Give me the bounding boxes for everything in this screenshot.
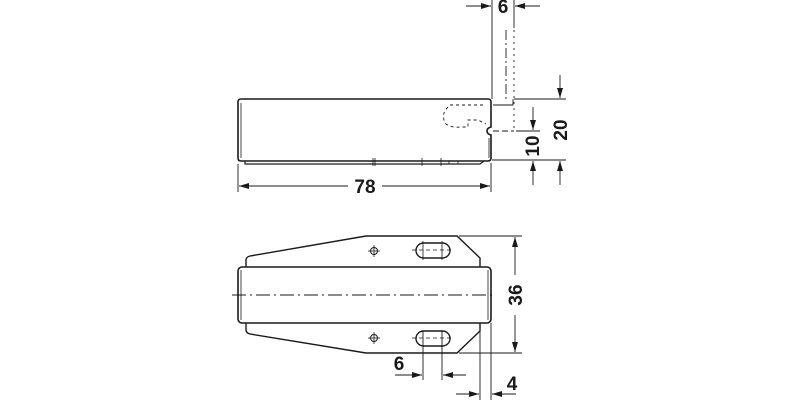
dim-strike-width: 6 — [498, 0, 509, 18]
mounting-plate-top — [245, 235, 481, 267]
dim-strike-offset: 10 — [523, 135, 544, 156]
screw-hole-top — [368, 245, 380, 257]
base-plate-side — [244, 160, 485, 165]
dim-height: 20 — [551, 119, 572, 140]
dim-front-offset: 4 — [507, 374, 518, 395]
slot-bottom — [415, 330, 451, 347]
top-view: 6 36 4 — [232, 235, 527, 400]
slot-top — [415, 242, 451, 259]
latch-body-side — [237, 98, 492, 162]
side-view: 6 78 10 20 — [237, 0, 572, 198]
dim-width: 36 — [506, 284, 527, 305]
screw-hole-bottom — [368, 332, 380, 344]
dim-length: 78 — [354, 177, 375, 198]
dim-slot-length: 6 — [394, 354, 405, 375]
strike-plate — [493, 99, 514, 106]
hidden-hook — [443, 104, 487, 128]
